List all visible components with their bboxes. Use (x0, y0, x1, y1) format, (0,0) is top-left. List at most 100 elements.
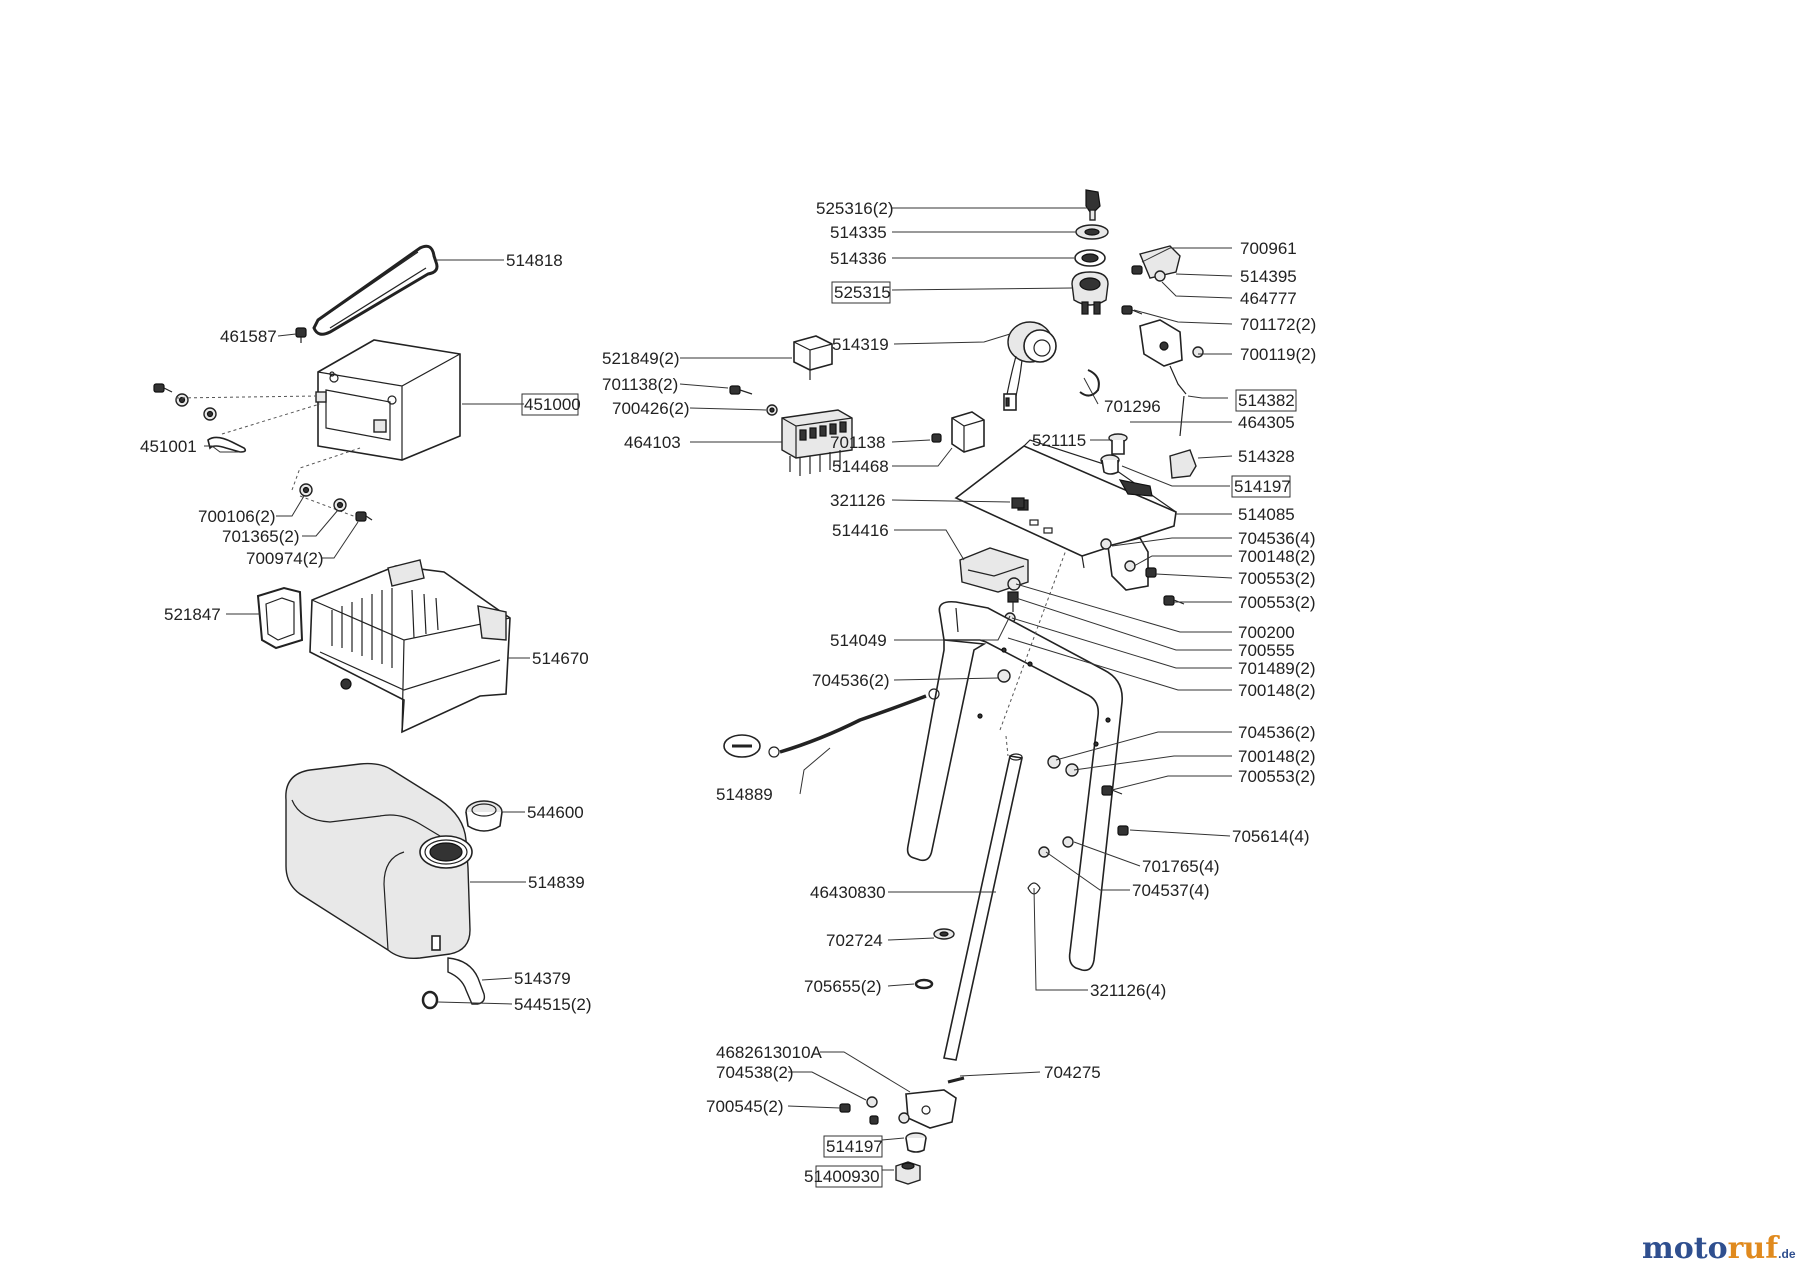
label-544600: 544600 (527, 803, 584, 822)
nut-464777 (1154, 270, 1166, 282)
label-704537: 704537(4) (1132, 881, 1210, 900)
bushing-514197-lower (905, 1132, 927, 1153)
label-700148-c: 700148(2) (1238, 747, 1316, 766)
hour-meter (1003, 321, 1057, 411)
ignition-switch (1071, 271, 1109, 315)
label-4682613010A: 4682613010A (716, 1043, 823, 1062)
bushing-514197-upper (1100, 454, 1120, 475)
svg-text:motoruf.de: motoruf.de (1642, 1231, 1796, 1266)
label-700555: 700555 (1238, 641, 1295, 660)
relay-521849 (793, 335, 833, 380)
gasket-521847 (256, 586, 304, 650)
label-514197-upper: 514197 (1234, 477, 1291, 496)
label-514839: 514839 (528, 873, 585, 892)
label-705614: 705614(4) (1232, 827, 1310, 846)
label-521849: 521849(2) (602, 349, 680, 368)
label-700148-a: 700148(2) (1238, 547, 1316, 566)
label-521847: 521847 (164, 605, 221, 624)
label-51400930: 51400930 (804, 1167, 880, 1186)
label-544515: 544515(2) (514, 995, 592, 1014)
retaining-clip (1079, 369, 1100, 397)
label-700106: 700106(2) (198, 507, 276, 526)
label-514336: 514336 (830, 249, 887, 268)
label-321126: 321126 (830, 491, 885, 510)
label-702724: 702724 (826, 931, 883, 950)
label-461587: 461587 (220, 327, 277, 346)
battery-terminal-hardware (153, 383, 321, 453)
logo-suffix: .de (1778, 1247, 1796, 1261)
label-704275: 704275 (1044, 1063, 1101, 1082)
label-464103: 464103 (624, 433, 681, 452)
handle-frame (906, 600, 1123, 972)
label-701138: 701138 (830, 433, 885, 452)
label-700148-b: 700148(2) (1238, 681, 1316, 700)
fuel-hose (447, 957, 486, 1005)
steering-rod (943, 549, 1067, 1061)
label-701172: 701172(2) (1240, 315, 1316, 334)
label-704538: 704538(2) (716, 1063, 794, 1082)
relay-514468 (951, 411, 985, 453)
switch-700961 (1131, 245, 1181, 279)
label-514416: 514416 (832, 521, 889, 540)
label-700974: 700974(2) (246, 549, 324, 568)
screw-701172 (1121, 305, 1143, 315)
label-525315: 525315 (834, 283, 891, 302)
label-700119: 700119(2) (1240, 345, 1316, 364)
label-701489: 701489(2) (1238, 659, 1316, 678)
label-451000: 451000 (524, 395, 581, 414)
label-705655: 705655(2) (804, 977, 882, 996)
logo-text-b: ruf (1728, 1231, 1781, 1266)
battery-lower-hardware (291, 447, 373, 522)
ground-cable (723, 688, 940, 758)
label-514328: 514328 (1238, 447, 1295, 466)
label-704536-c: 704536(2) (1238, 723, 1316, 742)
label-525316: 525316(2) (816, 199, 894, 218)
label-46430830: 46430830 (810, 883, 886, 902)
label-704536-4: 704536(4) (1238, 529, 1316, 548)
label-451001: 451001 (140, 437, 197, 456)
rod-washers (914, 928, 955, 990)
label-514335: 514335 (830, 223, 887, 242)
spring-rod (1179, 395, 1185, 437)
label-514468: 514468 (832, 457, 889, 476)
label-514670: 514670 (532, 649, 589, 668)
label-514319: 514319 (832, 335, 889, 354)
nut-700426 (766, 404, 778, 416)
label-700200: 700200 (1238, 623, 1295, 642)
lower-bracket (839, 1089, 957, 1129)
label-700961: 700961 (1240, 239, 1297, 258)
side-bracket (1100, 537, 1185, 606)
label-514889: 514889 (716, 785, 773, 804)
frame-hardware-right (1027, 755, 1129, 895)
fuel-cap (465, 800, 503, 832)
battery (315, 339, 461, 461)
key-switch-washer (1075, 224, 1109, 240)
label-514085: 514085 (1238, 505, 1295, 524)
label-701296: 701296 (1104, 397, 1161, 416)
motoruf-logo: motoruf.de (1642, 1231, 1796, 1266)
leader-lines (204, 207, 1233, 1171)
label-700426: 700426(2) (612, 399, 690, 418)
logo-text-a: moto (1642, 1231, 1728, 1266)
ignition-key (1085, 189, 1101, 221)
battery-strap (312, 244, 439, 336)
label-514197-lower: 514197 (826, 1137, 883, 1156)
label-700553-a: 700553(2) (1238, 569, 1316, 588)
label-701765: 701765(4) (1142, 857, 1220, 876)
label-321126-4: 321126(4) (1090, 981, 1166, 1000)
fuel-tank (285, 762, 473, 960)
label-700553-c: 700553(2) (1238, 767, 1316, 786)
screw-701138 (931, 433, 942, 443)
key-switch-nut (1074, 249, 1106, 267)
hose-clamp (421, 990, 439, 1010)
spring-704275 (947, 1076, 965, 1084)
battery-tray (309, 559, 511, 734)
nut-704536-frame (997, 669, 1011, 683)
label-464305: 464305 (1238, 413, 1295, 432)
label-514395: 514395 (1240, 267, 1297, 286)
label-464777: 464777 (1240, 289, 1297, 308)
bushing-521115 (1108, 433, 1128, 455)
label-700553-b: 700553(2) (1238, 593, 1316, 612)
screw-701138-pair (729, 385, 753, 395)
